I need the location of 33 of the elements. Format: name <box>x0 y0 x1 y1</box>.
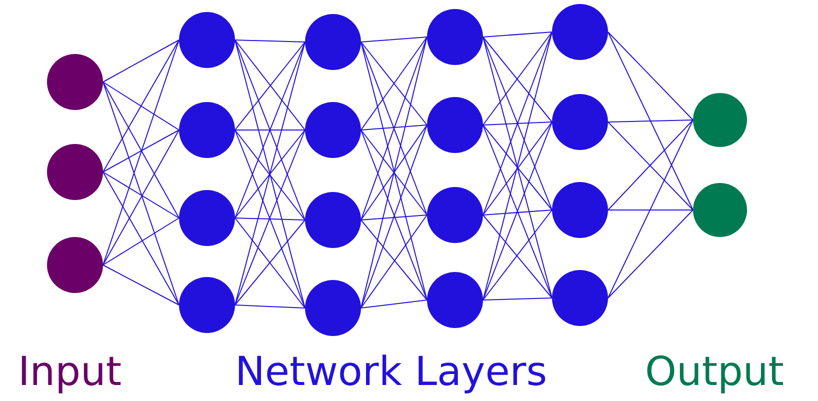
layer-label: Output <box>645 352 784 392</box>
connection-line <box>608 210 694 298</box>
connection-line <box>102 40 180 172</box>
connection-line <box>608 120 694 298</box>
connection-line <box>234 218 306 220</box>
connection-line <box>482 298 552 300</box>
connection-line <box>360 124 428 130</box>
connection-line <box>360 300 428 308</box>
connection-line <box>102 82 180 306</box>
connection-line <box>102 264 180 306</box>
connection-line <box>102 82 180 218</box>
connection-line <box>102 172 180 218</box>
connection-line <box>608 120 694 122</box>
connection-line <box>482 210 552 216</box>
neuron-circle <box>693 183 747 237</box>
neuron-circle <box>693 93 747 147</box>
connection-line <box>234 40 306 42</box>
layer-label: Network Layers <box>235 352 548 392</box>
connection-line <box>102 130 180 172</box>
connection-line <box>360 36 428 42</box>
connection-line <box>234 304 306 308</box>
connection-line <box>102 130 180 266</box>
connection-line <box>102 40 180 266</box>
connection-line <box>360 214 428 220</box>
connection-line <box>608 32 694 210</box>
connection-line <box>482 122 552 126</box>
layer-label: Input <box>18 352 122 392</box>
connection-line <box>482 32 552 38</box>
connection-line <box>102 82 180 130</box>
connection-line <box>102 218 180 266</box>
connection-line <box>608 32 694 120</box>
connection-line <box>102 40 180 82</box>
connection-line <box>102 172 180 306</box>
